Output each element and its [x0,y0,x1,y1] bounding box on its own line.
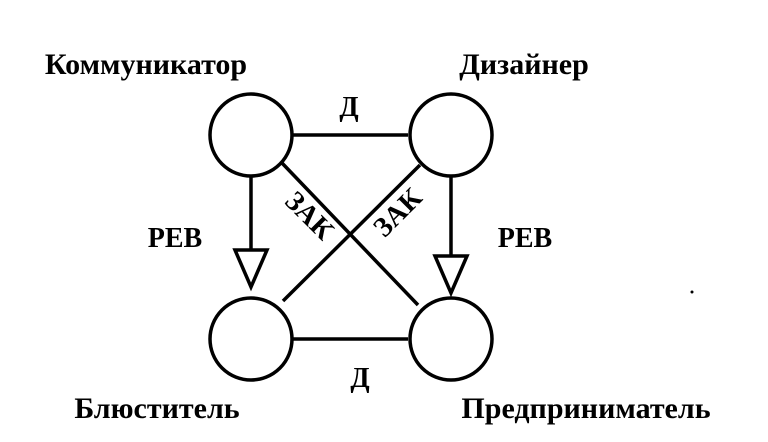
label-edge-diagonal-left: ЗАК [278,185,340,247]
node-designer [408,92,494,178]
label-entrepreneur: Предприниматель [461,392,710,425]
label-edge-left: РЕВ [148,223,202,254]
arrowhead-right [432,254,470,298]
node-communicator [208,92,294,178]
arrowhead-left [232,248,270,292]
label-edge-bottom: Д [350,363,369,394]
label-edge-right: РЕВ [498,223,552,254]
label-communicator: Коммуникатор [45,48,247,81]
node-custodian [208,296,294,382]
label-designer: Дизайнер [459,48,589,81]
label-edge-top: Д [339,92,358,123]
label-edge-diagonal-right: ЗАК [367,182,429,244]
node-entrepreneur [408,296,494,382]
edge-diagonal-designer-custodian [281,163,422,303]
stray-dot [690,290,694,294]
label-custodian: Блюститель [74,392,239,425]
